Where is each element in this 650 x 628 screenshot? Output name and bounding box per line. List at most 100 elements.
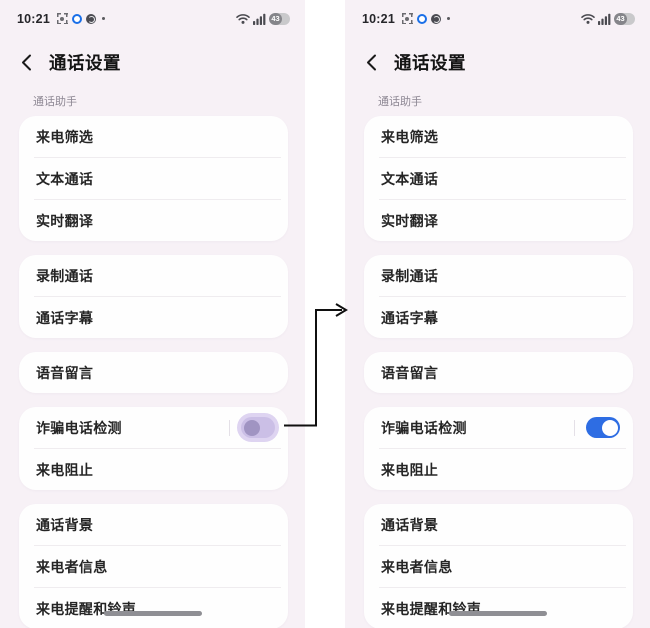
wifi-icon — [581, 13, 595, 24]
list-item[interactable]: 来电提醒和铃声 — [364, 588, 633, 628]
list-item[interactable]: 来电提醒和铃声 — [19, 588, 288, 628]
settings-card: 来电筛选 文本通话 实时翻译 — [19, 116, 288, 241]
list-item[interactable]: 通话字幕 — [364, 297, 633, 338]
list-item-label: 来电筛选 — [36, 128, 94, 145]
status-bar: 10:21 — [345, 0, 650, 27]
list-item[interactable]: 文本通话 — [364, 158, 633, 199]
system-status-icons: 43 — [236, 12, 290, 25]
row-divider — [34, 199, 281, 200]
toggle-area — [574, 417, 620, 438]
row-divider — [379, 296, 626, 297]
vertical-divider — [574, 419, 575, 436]
clock-text: 10:21 — [17, 11, 50, 26]
list-item[interactable]: 来电阻止 — [19, 449, 288, 490]
list-item[interactable]: 语音留言 — [364, 352, 633, 393]
row-divider — [34, 157, 281, 158]
settings-card: 诈骗电话检测 来电阻止 — [19, 407, 288, 490]
list-item-label: 诈骗电话检测 — [36, 419, 122, 436]
list-item-label: 录制通话 — [381, 267, 439, 284]
list-item[interactable]: 语音留言 — [19, 352, 288, 393]
row-divider — [379, 157, 626, 158]
list-item[interactable]: 来电阻止 — [364, 449, 633, 490]
row-divider — [34, 587, 281, 588]
notification-icons — [401, 13, 450, 24]
row-divider — [379, 587, 626, 588]
settings-card: 语音留言 — [19, 352, 288, 393]
app-badge-icon — [430, 13, 441, 24]
list-item[interactable]: 通话字幕 — [19, 297, 288, 338]
list-item[interactable]: 通话背景 — [364, 504, 633, 545]
signal-icon — [253, 13, 266, 25]
row-divider — [379, 448, 626, 449]
list-item-label: 诈骗电话检测 — [381, 419, 467, 436]
list-item[interactable]: 来电筛选 — [364, 116, 633, 157]
scam-detection-toggle[interactable] — [241, 417, 275, 438]
settings-card: 录制通话 通话字幕 — [19, 255, 288, 338]
list-item-label: 录制通话 — [36, 267, 94, 284]
wifi-icon — [236, 13, 250, 24]
list-item[interactable]: 来电者信息 — [364, 546, 633, 587]
settings-card: 来电筛选 文本通话 实时翻译 — [364, 116, 633, 241]
page-title: 通话设置 — [394, 52, 466, 73]
battery-percent-text: 43 — [271, 14, 280, 23]
screen-focus-icon — [56, 13, 68, 24]
home-indicator[interactable] — [448, 611, 547, 616]
row-divider — [379, 199, 626, 200]
list-item[interactable]: 来电筛选 — [19, 116, 288, 157]
blue-ring-icon — [71, 13, 82, 24]
settings-card: 诈骗电话检测 来电阻止 — [364, 407, 633, 490]
nav-bar: 通话设置 — [0, 48, 305, 76]
list-item-label: 语音留言 — [381, 364, 439, 381]
list-item[interactable]: 来电者信息 — [19, 546, 288, 587]
list-item-label: 实时翻译 — [381, 212, 439, 229]
back-icon[interactable] — [18, 54, 34, 70]
screen-focus-icon — [401, 13, 413, 24]
settings-card: 录制通话 通话字幕 — [364, 255, 633, 338]
battery-fill — [269, 12, 283, 25]
signal-icon — [598, 13, 611, 25]
list-item-label: 来电阻止 — [381, 461, 439, 478]
list-item-label: 通话字幕 — [36, 309, 94, 326]
section-label: 通话助手 — [378, 96, 422, 108]
phone-screenshot-before: 10:21 — [0, 0, 305, 628]
list-item[interactable]: 实时翻译 — [19, 200, 288, 241]
settings-card: 通话背景 来电者信息 来电提醒和铃声 — [19, 504, 288, 628]
home-indicator[interactable] — [103, 611, 202, 616]
clock-text: 10:21 — [362, 11, 395, 26]
list-item-label: 来电筛选 — [381, 128, 439, 145]
list-item[interactable]: 录制通话 — [19, 255, 288, 296]
row-divider — [34, 296, 281, 297]
list-item-label: 通话背景 — [381, 516, 439, 533]
row-divider — [34, 448, 281, 449]
list-item[interactable]: 诈骗电话检测 — [19, 407, 288, 448]
toggle-knob — [243, 419, 260, 436]
scam-detection-toggle[interactable] — [586, 417, 620, 438]
status-bar: 10:21 — [0, 0, 305, 27]
system-status-icons: 43 — [581, 12, 635, 25]
settings-card-list: 来电筛选 文本通话 实时翻译 录制通话 通话字幕 语音留言 诈骗电话检测 来电阻… — [345, 116, 650, 628]
page-title: 通话设置 — [49, 52, 121, 73]
list-item[interactable]: 实时翻译 — [364, 200, 633, 241]
list-item-label: 文本通话 — [36, 170, 94, 187]
battery-indicator: 43 — [269, 12, 290, 25]
blue-ring-icon — [416, 13, 427, 24]
list-item[interactable]: 文本通话 — [19, 158, 288, 199]
settings-card: 通话背景 来电者信息 来电提醒和铃声 — [364, 504, 633, 628]
list-item-label: 通话字幕 — [381, 309, 439, 326]
list-item-label: 文本通话 — [381, 170, 439, 187]
row-divider — [34, 545, 281, 546]
back-icon[interactable] — [363, 54, 379, 70]
list-item[interactable]: 录制通话 — [364, 255, 633, 296]
list-item[interactable]: 诈骗电话检测 — [364, 407, 633, 448]
notification-icons — [56, 13, 105, 24]
settings-card-list: 来电筛选 文本通话 实时翻译 录制通话 通话字幕 语音留言 诈骗电话检测 来电阻… — [0, 116, 305, 628]
list-item[interactable]: 通话背景 — [19, 504, 288, 545]
nav-bar: 通话设置 — [345, 48, 650, 76]
battery-percent-text: 43 — [616, 14, 625, 23]
row-divider — [379, 545, 626, 546]
dot-icon — [101, 17, 105, 20]
settings-card: 语音留言 — [364, 352, 633, 393]
app-badge-icon — [85, 13, 96, 24]
battery-indicator: 43 — [614, 12, 635, 25]
